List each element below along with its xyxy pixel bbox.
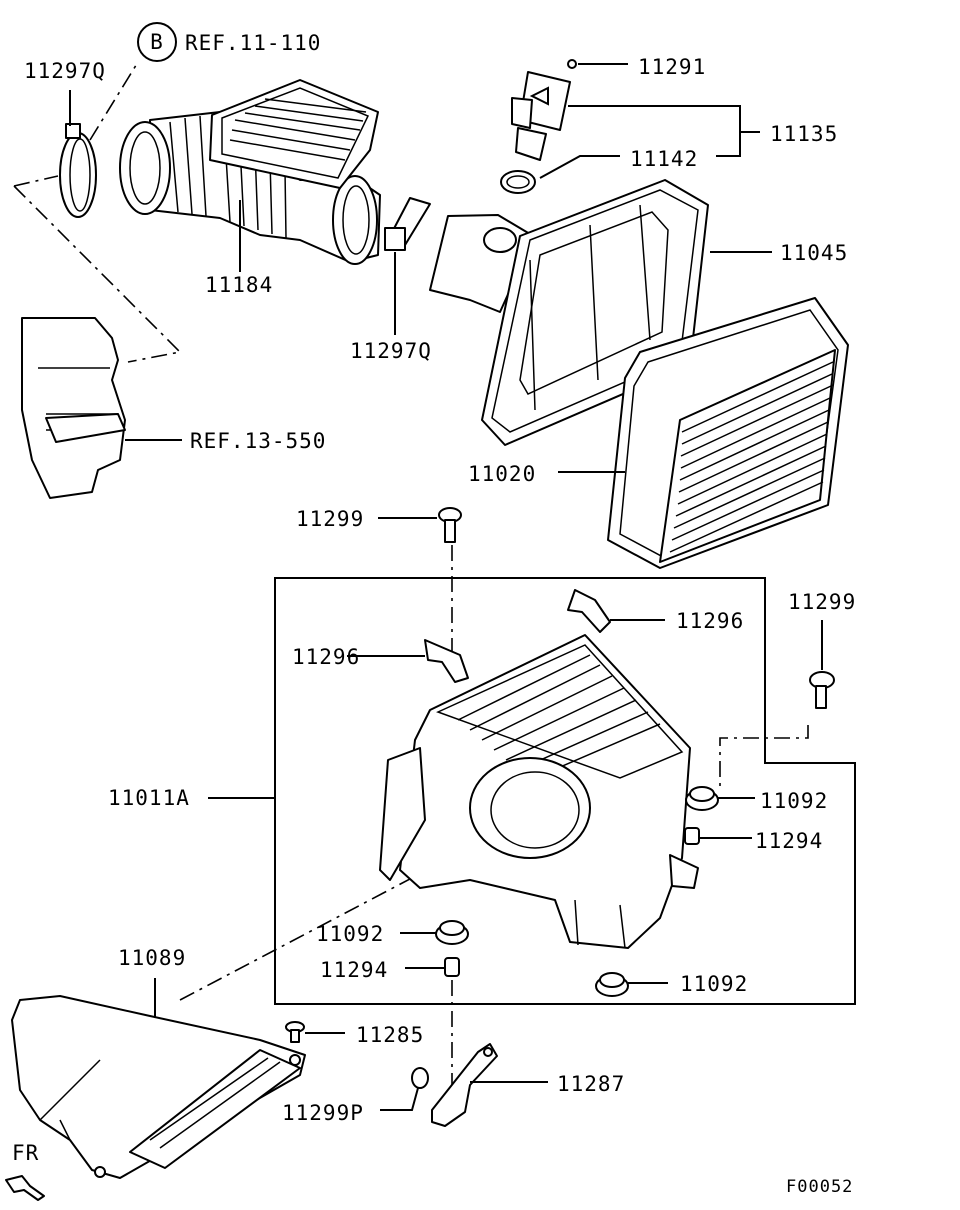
ref-13-550-duct (21, 317, 182, 499)
label-11291: 11291 (638, 55, 706, 79)
label-ref-13-550: REF.13-550 (190, 429, 326, 453)
airflow-sensor-11135 (500, 59, 760, 194)
bolt-11299-top (378, 507, 462, 543)
bracket-11287 (431, 1043, 548, 1127)
lower-duct-11089 (11, 978, 306, 1179)
label-11089: 11089 (118, 946, 186, 970)
label-11296-right: 11296 (676, 609, 744, 633)
front-arrow-icon (5, 1175, 45, 1201)
label-11287: 11287 (557, 1072, 625, 1096)
assembly-outline (274, 577, 856, 1005)
collar-11294-left (405, 957, 460, 977)
label-11297q-top: 11297Q (24, 59, 106, 83)
clamp-11297q-top (59, 90, 97, 218)
screw-11285 (285, 1021, 345, 1043)
grommet-11092-left (400, 920, 469, 945)
label-11135: 11135 (770, 122, 838, 146)
clip-11296-right (567, 589, 665, 633)
centre-lines (13, 61, 809, 1095)
label-11299p: 11299P (282, 1101, 364, 1125)
label-11011a: 11011A (108, 786, 190, 810)
label-ref-11-110: REF.11-110 (185, 31, 321, 55)
label-11285: 11285 (356, 1023, 424, 1047)
grommet-11092-right (685, 786, 755, 811)
air-filter-element-11020 (558, 297, 849, 569)
bolt-11299p (380, 1067, 429, 1111)
label-11299-right: 11299 (788, 590, 856, 614)
grommet-11092-bottom (595, 972, 668, 997)
label-11294-left: 11294 (320, 958, 388, 982)
label-11296-left: 11296 (292, 645, 360, 669)
air-cleaner-body-11011a (379, 634, 699, 949)
label-11020: 11020 (468, 462, 536, 486)
collar-11294-right (684, 827, 752, 845)
bolt-11299-right (809, 620, 835, 709)
label-11092-bottom: 11092 (680, 972, 748, 996)
label-11294-right: 11294 (755, 829, 823, 853)
label-11092-right: 11092 (760, 789, 828, 813)
clamp-11297q-mid (384, 197, 431, 335)
ref-b-circle: B (137, 22, 177, 62)
label-11142: 11142 (630, 147, 698, 171)
label-fr: FR (12, 1141, 39, 1165)
label-11092-left: 11092 (316, 922, 384, 946)
ref-b-letter: B (150, 30, 164, 54)
label-11184: 11184 (205, 273, 273, 297)
label-11045: 11045 (780, 241, 848, 265)
intake-hose-11184 (119, 79, 381, 272)
label-11297q-mid: 11297Q (350, 339, 432, 363)
label-figure-code: F00052 (786, 1177, 853, 1197)
labels: REF.11-110 11297Q 11291 11135 11142 1118… (12, 31, 856, 1197)
label-11299-top: 11299 (296, 507, 364, 531)
clip-11296-left (347, 639, 469, 683)
